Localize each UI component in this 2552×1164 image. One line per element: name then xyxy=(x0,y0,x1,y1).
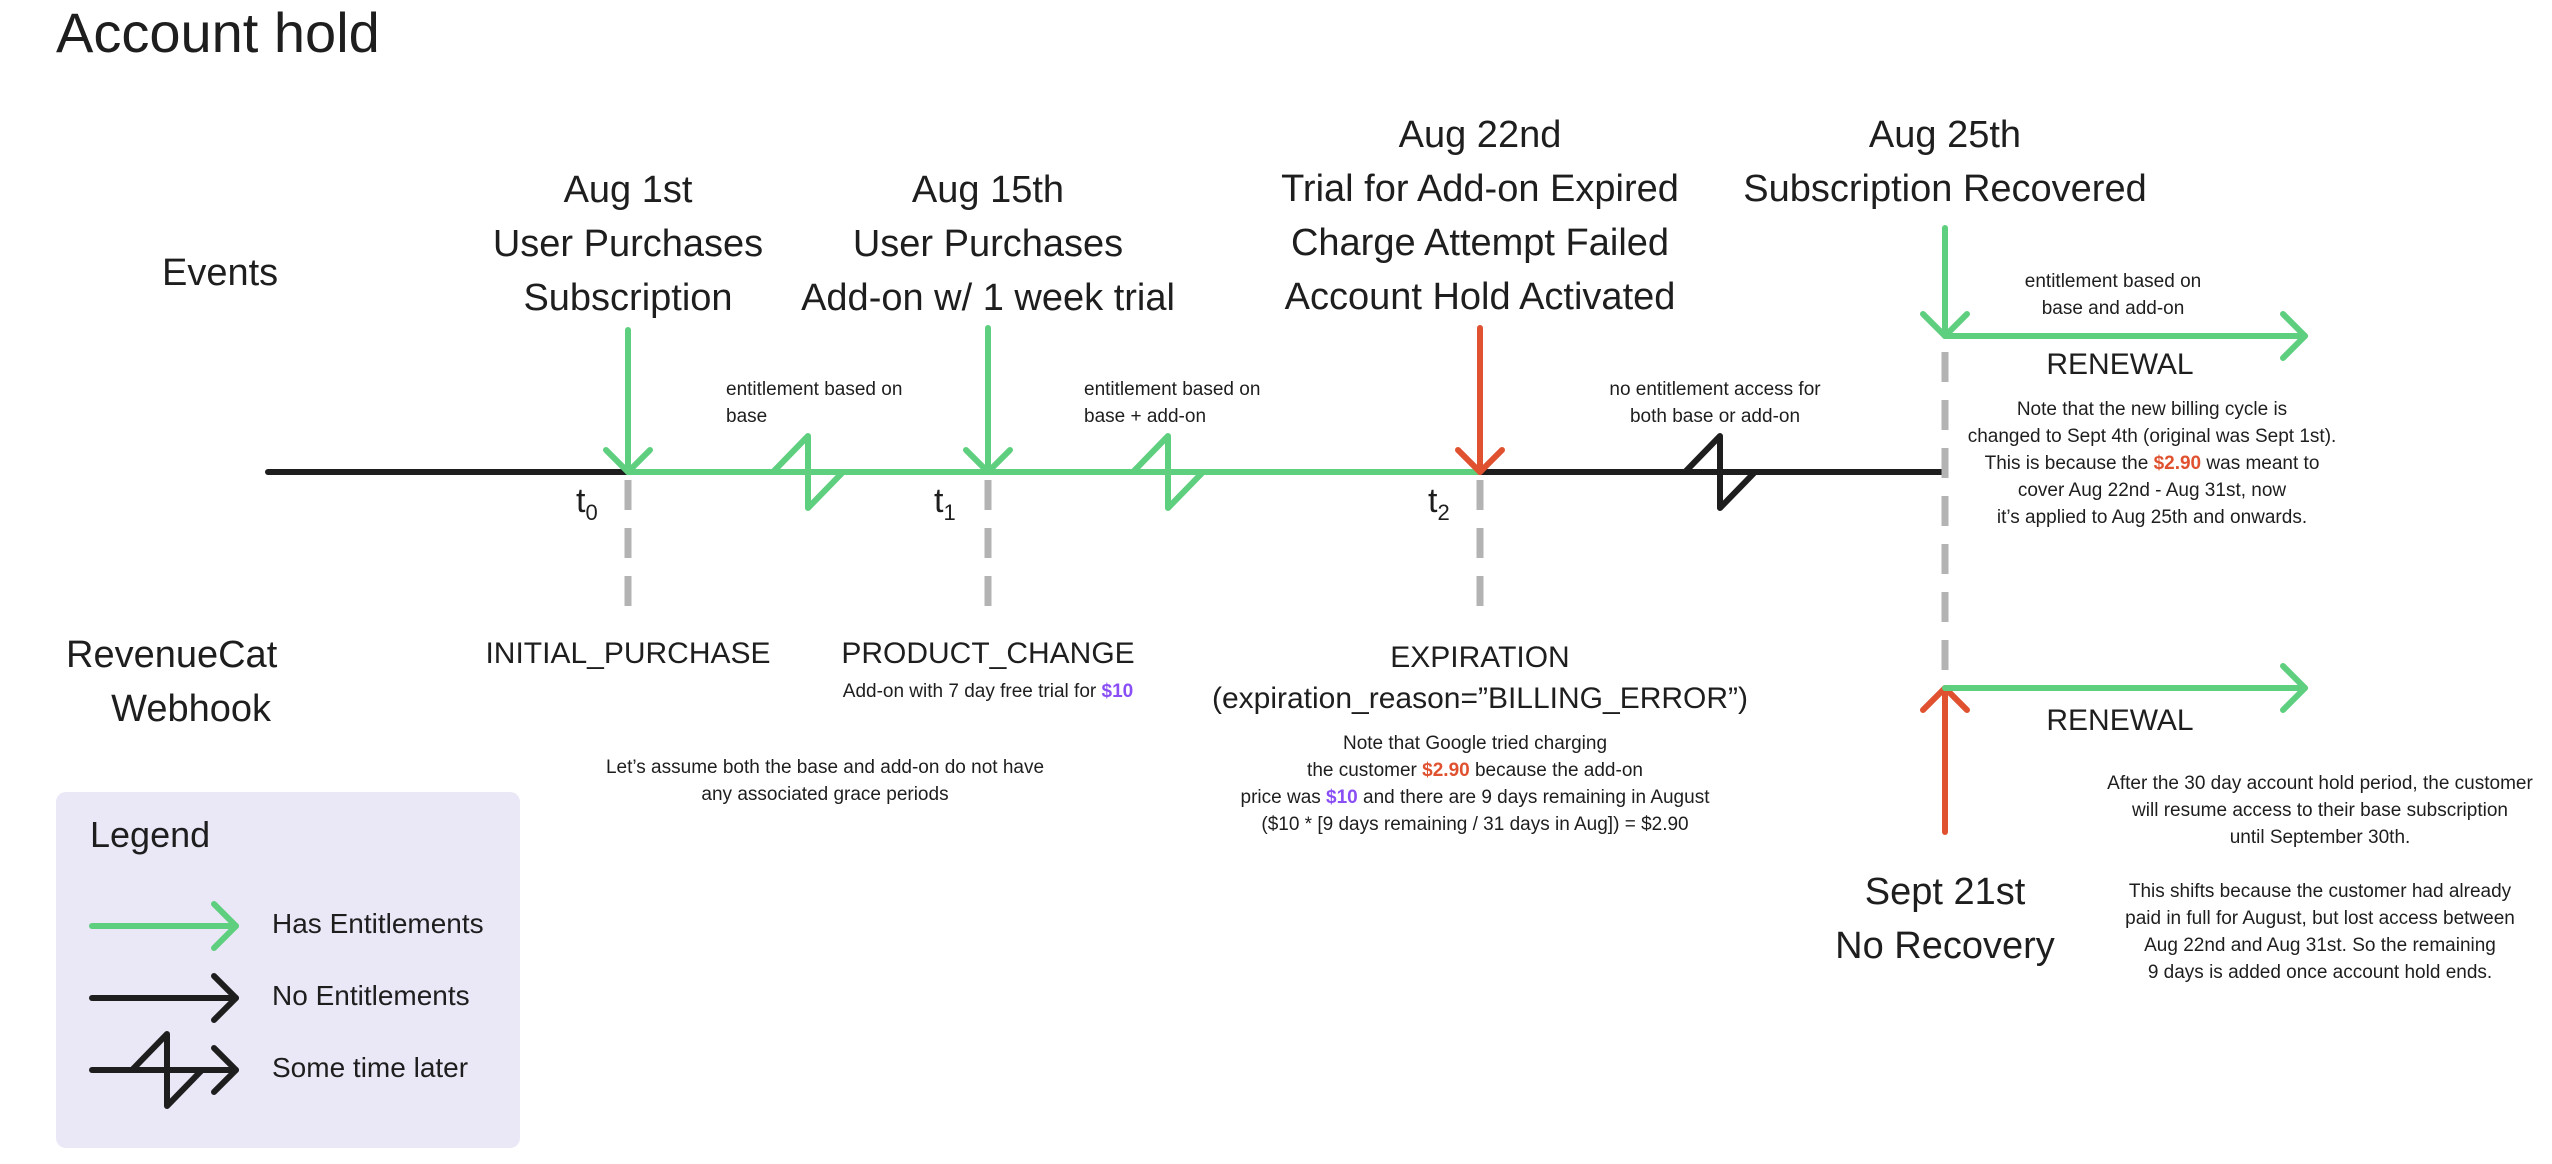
event-aug1-date: Aug 1st xyxy=(563,169,693,211)
note-google-line1: Note that Google tried charging xyxy=(1342,733,1608,754)
note-hold-p2-line2: paid in full for August, but lost access… xyxy=(2125,908,2515,929)
webhook-product-change: PRODUCT_CHANGE xyxy=(841,637,1135,670)
webhook-row-label-line1: RevenueCat xyxy=(66,634,278,676)
tick-t2: t2 xyxy=(1428,482,1450,526)
webhook-renewal-top: RENEWAL xyxy=(2046,348,2194,381)
event-aug1-line3: Subscription xyxy=(523,277,733,319)
event-aug15-line2: User Purchases xyxy=(852,223,1124,265)
event-aug25-date: Aug 25th xyxy=(1868,114,2022,156)
segment-note-no-access-line1: no entitlement access for xyxy=(1609,379,1821,400)
event-sept21-line2: No Recovery xyxy=(1835,925,2055,967)
note-google-line3-post: and there are 9 days remaining in August xyxy=(1357,787,1710,808)
note-hold-spacer xyxy=(2100,851,2540,878)
note-billing-line3-pre: This is because the xyxy=(1984,453,2154,474)
legend-some-time-later: Some time later xyxy=(272,1052,469,1083)
note-google-line2-pre: the customer xyxy=(1307,760,1423,781)
event-aug1: Aug 1st User Purchases Subscription xyxy=(428,163,828,325)
note-billing-line4: cover Aug 22nd - Aug 31st, now xyxy=(2017,480,2287,501)
note-grace-periods: Let’s assume both the base and add-on do… xyxy=(590,754,1060,808)
webhook-expiration-line1: EXPIRATION xyxy=(1390,641,1570,674)
note-google-line4: ($10 * [9 days remaining / 31 days in Au… xyxy=(1261,814,1689,835)
event-aug25-line2: Subscription Recovered xyxy=(1743,168,2147,210)
event-sept21-date: Sept 21st xyxy=(1864,871,2026,913)
event-aug22-line3: Charge Attempt Failed xyxy=(1290,222,1670,264)
note-hold-p2-line3: Aug 22nd and Aug 31st. So the remaining xyxy=(2144,935,2496,956)
note-google-line2: the customer $2.90 because the add-on xyxy=(1215,757,1735,784)
webhook-renewal-bottom: RENEWAL xyxy=(2046,704,2194,737)
note-hold-p1-line1: After the 30 day account hold period, th… xyxy=(2107,773,2533,794)
note-hold-p2-line4: 9 days is added once account hold ends. xyxy=(2147,962,2493,983)
segment-note-recovered-line1: entitlement based on xyxy=(2024,271,2202,292)
tick-t2-letter: t xyxy=(1428,482,1438,520)
segment-note-base-line1: entitlement based on xyxy=(726,379,903,400)
page-title: Account hold xyxy=(56,1,380,64)
webhook-row-label-line2: Webhook xyxy=(111,688,271,730)
note-google-charge: Note that Google tried charging the cust… xyxy=(1215,730,1735,838)
segment-note-no-access-line2: both base or add-on xyxy=(1629,406,1801,427)
note-hold-p2-line1: This shifts because the customer had alr… xyxy=(2128,881,2512,902)
event-aug22-line4: Account Hold Activated xyxy=(1284,276,1676,318)
note-google-line3-price: $10 xyxy=(1326,787,1358,808)
event-aug22: Aug 22nd Trial for Add-on Expired Charge… xyxy=(1240,108,1720,324)
segment-note-recovered: entitlement based on base and add-on xyxy=(1968,268,2258,322)
note-google-line3-pre: price was xyxy=(1240,787,1327,808)
segment-note-base: entitlement based on base xyxy=(726,376,902,430)
note-grace-line1: Let’s assume both the base and add-on do… xyxy=(605,757,1045,778)
time-break-symbol-2 xyxy=(1130,433,1206,511)
note-billing-line3-post: was meant to xyxy=(2201,453,2320,474)
event-aug15-line3: Add-on w/ 1 week trial xyxy=(801,277,1175,319)
note-google-line2-amount: $2.90 xyxy=(1422,760,1470,781)
legend-has-entitlements: Has Entitlements xyxy=(272,908,484,939)
note-grace-line2: any associated grace periods xyxy=(701,784,949,805)
note-billing-line5: it’s applied to Aug 25th and onwards. xyxy=(1996,507,2308,528)
event-aug15-date: Aug 15th xyxy=(911,169,1065,211)
time-break-symbol-1 xyxy=(770,433,846,511)
segment-note-base-addon: entitlement based on base + add-on xyxy=(1084,376,1260,430)
webhook-expiration-line2: (expiration_reason=”BILLING_ERROR”) xyxy=(1211,682,1749,715)
segment-note-no-access: no entitlement access for both base or a… xyxy=(1560,376,1870,430)
event-aug22-line2: Trial for Add-on Expired xyxy=(1281,168,1679,210)
time-break-symbol-3 xyxy=(1682,433,1758,511)
webhook-expiration: EXPIRATION (expiration_reason=”BILLING_E… xyxy=(1180,637,1780,719)
note-google-line2-post: because the add-on xyxy=(1469,760,1643,781)
segment-note-base-line2: base xyxy=(726,406,768,427)
event-aug15: Aug 15th User Purchases Add-on w/ 1 week… xyxy=(768,163,1208,325)
legend-symbols xyxy=(89,901,239,1109)
note-billing-line1: Note that the new billing cycle is xyxy=(2016,399,2288,420)
legend-panel xyxy=(56,792,520,1148)
note-billing-cycle: Note that the new billing cycle is chang… xyxy=(1952,396,2352,531)
event-sept21: Sept 21st No Recovery xyxy=(1795,865,2095,973)
note-billing-line2: changed to Sept 4th (original was Sept 1… xyxy=(1967,426,2337,447)
tick-t2-sub: 2 xyxy=(1437,499,1450,525)
webhook-product-change-note: Add-on with 7 day free trial for $10 xyxy=(818,678,1158,705)
tick-t0-sub: 0 xyxy=(585,499,598,525)
tick-t1-letter: t xyxy=(934,482,944,520)
product-change-note-price: $10 xyxy=(1101,681,1134,702)
note-billing-line3-amount: $2.90 xyxy=(2153,453,2202,474)
segment-note-base-addon-line2: base + add-on xyxy=(1084,406,1207,427)
tick-t0-letter: t xyxy=(576,482,586,520)
legend-title: Legend xyxy=(90,814,211,855)
note-billing-line3: This is because the $2.90 was meant to xyxy=(1952,450,2352,477)
tick-t1-sub: 1 xyxy=(943,499,956,525)
note-google-line3: price was $10 and there are 9 days remai… xyxy=(1215,784,1735,811)
event-aug22-date: Aug 22nd xyxy=(1398,114,1562,156)
webhook-row-label: RevenueCat Webhook xyxy=(66,628,278,736)
note-hold-period: After the 30 day account hold period, th… xyxy=(2100,770,2540,986)
segment-note-base-addon-line1: entitlement based on xyxy=(1084,379,1261,400)
note-hold-p1-line3: until September 30th. xyxy=(2229,827,2411,848)
legend-no-entitlements: No Entitlements xyxy=(272,980,470,1011)
webhook-initial-purchase: INITIAL_PURCHASE xyxy=(485,637,771,670)
events-row-label: Events xyxy=(162,252,279,294)
event-aug25: Aug 25th Subscription Recovered xyxy=(1715,108,2175,216)
event-aug1-line2: User Purchases xyxy=(492,223,764,265)
note-hold-p1-line2: will resume access to their base subscri… xyxy=(2132,800,2508,821)
tick-t0: t0 xyxy=(576,482,598,526)
tick-t1: t1 xyxy=(934,482,956,526)
segment-note-recovered-line2: base and add-on xyxy=(2041,298,2185,319)
product-change-note-text: Add-on with 7 day free trial for xyxy=(842,681,1102,702)
